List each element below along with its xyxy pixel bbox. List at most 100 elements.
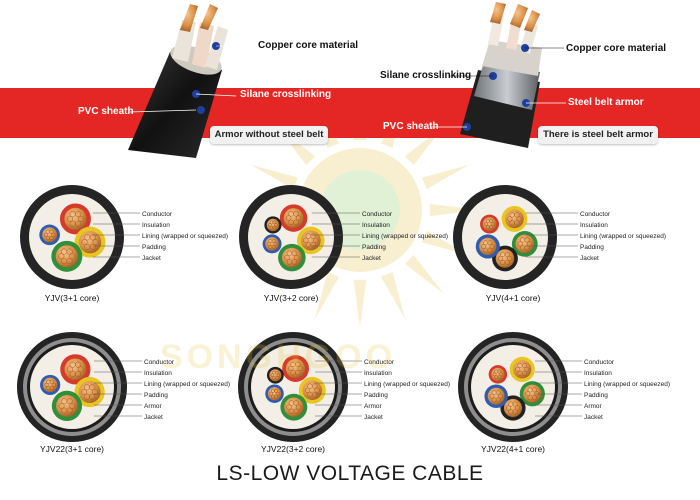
strand bbox=[69, 402, 76, 409]
strand bbox=[490, 222, 495, 227]
label-padding: Padding bbox=[362, 244, 386, 251]
strand bbox=[524, 366, 530, 372]
label-lining: Lining (wrapped or squeezed) bbox=[580, 233, 666, 240]
label-jacket: Jacket bbox=[142, 255, 161, 262]
core-conductor bbox=[56, 395, 78, 417]
strand bbox=[291, 250, 298, 257]
strand bbox=[516, 216, 522, 222]
lining-fill bbox=[29, 194, 115, 280]
strand bbox=[271, 238, 276, 243]
strand bbox=[69, 220, 76, 227]
strand bbox=[495, 390, 501, 395]
strand bbox=[509, 220, 515, 226]
label-padding: Padding bbox=[580, 244, 604, 251]
strand bbox=[293, 211, 299, 217]
label-insulation: Insulation bbox=[142, 222, 170, 229]
label-jacket: Jacket bbox=[364, 414, 383, 421]
strand bbox=[304, 387, 311, 394]
cable-with-steel-belt bbox=[430, 2, 566, 148]
strand bbox=[51, 382, 56, 387]
right-silane-label: Silane crosslinking bbox=[380, 70, 472, 81]
strand bbox=[75, 361, 82, 368]
strand bbox=[286, 259, 293, 265]
core-conductor bbox=[64, 207, 87, 231]
strand bbox=[75, 211, 82, 218]
core-conductor bbox=[64, 358, 87, 381]
strand bbox=[58, 402, 65, 409]
strand bbox=[43, 232, 49, 237]
strand bbox=[525, 391, 531, 397]
section-caption: YJV22(3+2 core) bbox=[261, 444, 325, 454]
strand bbox=[92, 239, 99, 246]
strand bbox=[77, 366, 84, 373]
core-conductor bbox=[267, 387, 282, 401]
strand bbox=[489, 244, 495, 249]
strand bbox=[527, 395, 533, 401]
strand bbox=[273, 241, 278, 246]
strand bbox=[266, 241, 271, 246]
strand bbox=[487, 240, 493, 246]
right-copper-label: Copper core material bbox=[566, 43, 667, 54]
label-lining: Lining (wrapped or squeezed) bbox=[584, 381, 670, 388]
sun-ray bbox=[353, 279, 367, 328]
strand bbox=[66, 248, 73, 255]
strand bbox=[519, 245, 526, 251]
core-conductor bbox=[487, 387, 505, 405]
core-conductor bbox=[78, 231, 102, 254]
sun-ray bbox=[250, 164, 298, 190]
strand bbox=[507, 216, 513, 222]
strand bbox=[310, 233, 316, 239]
strand bbox=[505, 405, 511, 411]
label-conductor: Conductor bbox=[364, 359, 395, 366]
sun-ray bbox=[380, 272, 406, 320]
strand bbox=[83, 393, 90, 400]
lining-fill bbox=[251, 345, 335, 429]
core-conductor bbox=[266, 218, 280, 232]
core-conductor bbox=[265, 237, 279, 251]
core-conductor bbox=[495, 249, 515, 268]
strand bbox=[89, 234, 96, 241]
strand bbox=[270, 394, 275, 399]
label-lining: Lining (wrapped or squeezed) bbox=[362, 233, 448, 240]
strand bbox=[504, 251, 510, 258]
section-caption: YJV(3+1 core) bbox=[45, 293, 100, 303]
label-jacket: Jacket bbox=[580, 255, 599, 262]
label-insulation: Insulation bbox=[144, 370, 172, 377]
core-conductor bbox=[302, 380, 322, 401]
section-caption: YJV(4+1 core) bbox=[486, 293, 541, 303]
label-lining: Lining (wrapped or squeezed) bbox=[142, 233, 228, 240]
strand bbox=[294, 254, 300, 261]
strand bbox=[284, 254, 290, 261]
strand bbox=[515, 405, 521, 411]
label-lining: Lining (wrapped or squeezed) bbox=[364, 381, 450, 388]
strand bbox=[58, 253, 65, 260]
label-insulation: Insulation bbox=[580, 222, 608, 229]
core-conductor bbox=[78, 381, 101, 403]
label-lining: Lining (wrapped or squeezed) bbox=[144, 381, 230, 388]
strand bbox=[517, 241, 523, 247]
strand bbox=[532, 387, 538, 393]
core-conductor bbox=[491, 367, 505, 382]
strand bbox=[286, 404, 292, 410]
strand bbox=[481, 244, 486, 249]
strand bbox=[290, 370, 296, 376]
strand bbox=[295, 215, 302, 221]
strand bbox=[305, 242, 312, 248]
right-armor-label: Steel belt armor bbox=[568, 97, 644, 108]
strand bbox=[49, 379, 55, 384]
strand bbox=[313, 237, 319, 244]
sun-ray bbox=[314, 272, 340, 320]
core-conductor bbox=[42, 227, 58, 243]
strand bbox=[285, 215, 292, 221]
left-badge: Armor without steel belt bbox=[210, 126, 328, 144]
core-conductor bbox=[281, 247, 302, 268]
strand bbox=[293, 400, 299, 406]
strand bbox=[497, 255, 503, 262]
strand bbox=[270, 373, 275, 378]
strand bbox=[274, 223, 278, 227]
strand bbox=[288, 219, 294, 226]
label-insulation: Insulation bbox=[362, 222, 390, 229]
